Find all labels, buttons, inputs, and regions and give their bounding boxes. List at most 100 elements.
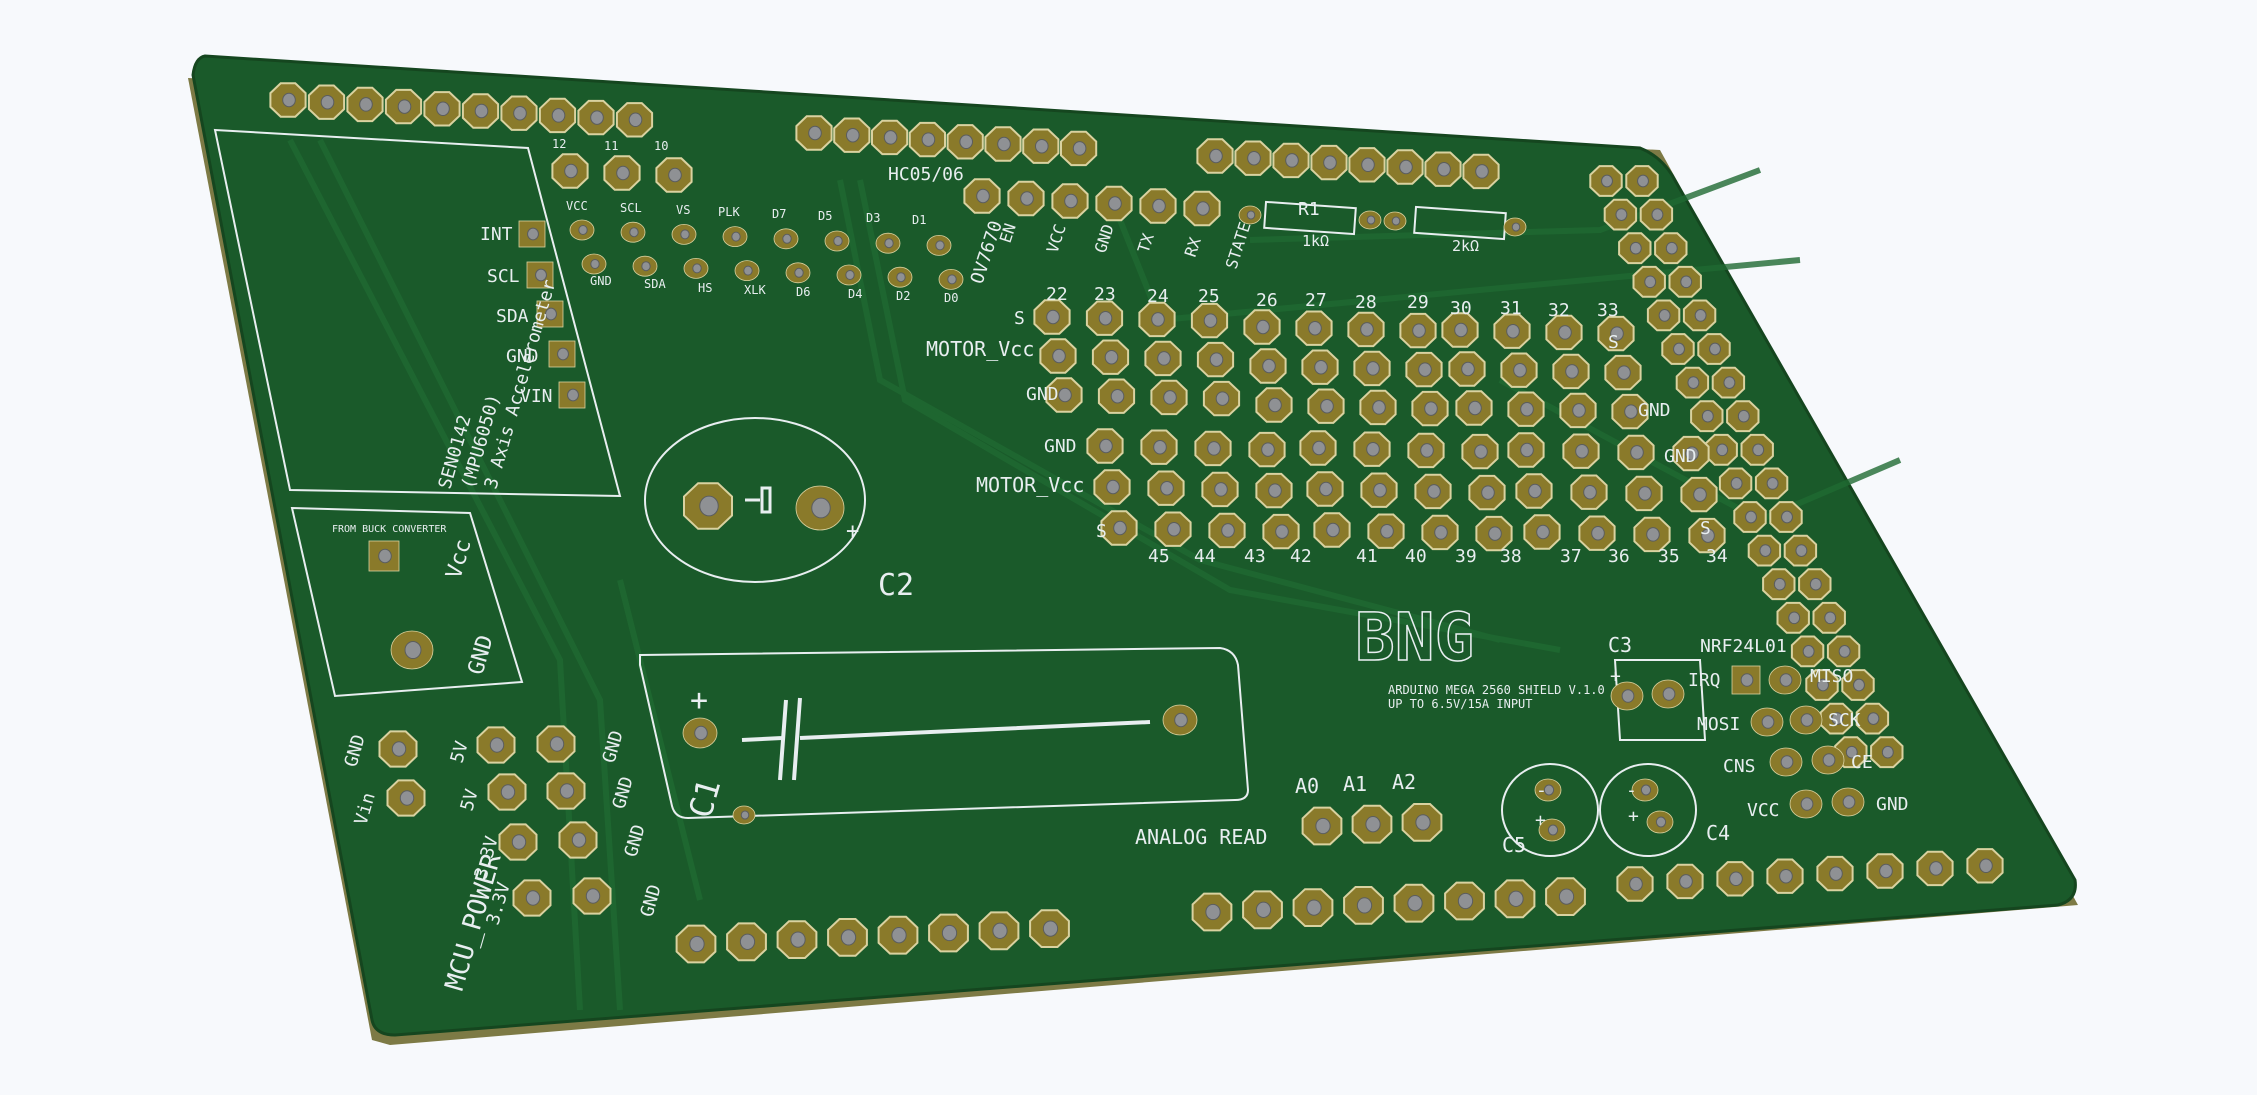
servo-number-bottom: 36	[1608, 546, 1630, 567]
label-mosi: MOSI	[1697, 714, 1740, 735]
label-cam-sda: SDA	[644, 277, 666, 291]
header-pin-right	[1819, 702, 1854, 735]
servo-number-top: 33	[1597, 300, 1619, 321]
label-irq: IRQ	[1688, 670, 1721, 691]
servo-pin	[1617, 434, 1655, 471]
label-gnd-servo-4: GND	[1664, 446, 1697, 467]
label-c2: C2	[878, 568, 914, 603]
servo-number-top: 22	[1046, 284, 1068, 305]
camera-pad	[887, 266, 913, 288]
buck-vcc-pad	[368, 540, 400, 572]
label-c5-plus: +	[1535, 810, 1546, 831]
camera-pad	[926, 234, 952, 256]
servo-pin	[1144, 340, 1182, 377]
servo-number-top: 32	[1548, 300, 1570, 321]
c4-pad	[1646, 810, 1674, 834]
label-scl: SCL	[487, 266, 520, 287]
label-analog-read: ANALOG READ	[1135, 825, 1267, 849]
header-pin-top-left	[384, 88, 423, 125]
header-pin-right	[1733, 501, 1767, 533]
header-pin-bottom-mid	[1545, 877, 1586, 916]
servo-pin	[1249, 348, 1287, 384]
header-pin-top-right	[1272, 142, 1310, 179]
servo-pin	[1347, 311, 1385, 348]
servo-pin	[1455, 390, 1493, 426]
servo-pin	[1507, 391, 1545, 427]
header-pin-right	[1805, 669, 1839, 701]
camera-pad	[632, 255, 658, 277]
servo-pin	[1097, 378, 1136, 414]
header-pin-12-10	[655, 157, 693, 193]
r1-outline	[1263, 200, 1357, 236]
label-gnd-servo-1: GND	[1026, 384, 1059, 405]
header-pin-top-mid	[795, 115, 833, 151]
header-pin-right	[1726, 400, 1760, 433]
servo-pin	[1243, 309, 1281, 345]
logo-bng: BNG	[1355, 599, 1474, 676]
header-pin-right	[1754, 467, 1789, 500]
servo-number-top: 31	[1500, 298, 1522, 319]
c5-pad	[1538, 818, 1566, 842]
header-pin-bottom-right	[1766, 858, 1804, 894]
servo-number-bottom: 39	[1455, 546, 1477, 567]
camera-pad	[785, 262, 811, 284]
label-ce: CE	[1851, 752, 1873, 773]
servo-pin	[1680, 476, 1718, 513]
header-pin-bottom-mid	[1343, 886, 1384, 925]
servo-pin	[1313, 512, 1351, 548]
servo-pin	[1353, 350, 1391, 387]
nrf-pin	[1831, 787, 1865, 817]
header-pin-bottom-mid	[1393, 883, 1435, 923]
header-pin-right	[1697, 333, 1731, 365]
header-pin-bottom-mid	[1444, 881, 1485, 921]
label-pin12: 12	[552, 137, 566, 151]
header-pin-right	[1690, 400, 1724, 433]
camera-pad	[581, 253, 607, 275]
label-motor-vcc-1: MOTOR_Vcc	[926, 337, 1034, 361]
header-pin-right	[1603, 198, 1638, 231]
nrf-pin	[1789, 705, 1823, 735]
label-a0: A0	[1295, 774, 1319, 798]
servo-pin	[1301, 349, 1339, 385]
servo-pin	[1405, 351, 1443, 388]
header-pin-top-left	[615, 102, 654, 138]
header-pin-top-mid	[871, 119, 909, 156]
label-a2: A2	[1392, 770, 1416, 794]
power-pin	[476, 726, 516, 764]
analog-pin	[1401, 803, 1443, 842]
header-pin-top-left	[461, 93, 500, 129]
label-gnd-servo-3: GND	[1638, 400, 1671, 421]
power-pin	[536, 725, 576, 763]
servo-pin	[1299, 430, 1337, 466]
servo-pin	[1421, 514, 1459, 551]
header-pin-bottom-left	[877, 915, 919, 955]
buck-outline	[290, 506, 524, 698]
nrf-pin	[1768, 665, 1802, 695]
header-pin-bottom-mid	[1494, 879, 1536, 919]
analog-pin	[1351, 804, 1393, 844]
label-s-4: S	[1700, 518, 1711, 539]
header-pin-top-left	[346, 86, 384, 123]
label-c3-plus: +	[1610, 666, 1621, 687]
label-pin10: 10	[654, 139, 668, 153]
label-cam-d1: D1	[912, 213, 926, 227]
c3-outline	[1613, 659, 1707, 741]
servo-pin	[1196, 341, 1235, 378]
camera-pad	[875, 232, 901, 254]
servo-number-top: 29	[1407, 292, 1429, 313]
servo-pin	[1570, 474, 1608, 510]
label-cam-d0: D0	[944, 291, 958, 305]
header-pin-right	[1762, 568, 1796, 601]
c4-outline	[1599, 763, 1697, 857]
servo-number-bottom: 35	[1658, 546, 1680, 567]
servo-pin	[1138, 301, 1176, 338]
camera-pad	[569, 219, 595, 241]
label-r1-value: 1kΩ	[1302, 232, 1329, 250]
header-pin-12-10	[603, 155, 641, 191]
header-pin-right	[1776, 601, 1810, 634]
bluetooth-header-pin	[1007, 180, 1045, 217]
label-a1: A1	[1343, 772, 1367, 796]
servo-pin	[1091, 339, 1130, 375]
